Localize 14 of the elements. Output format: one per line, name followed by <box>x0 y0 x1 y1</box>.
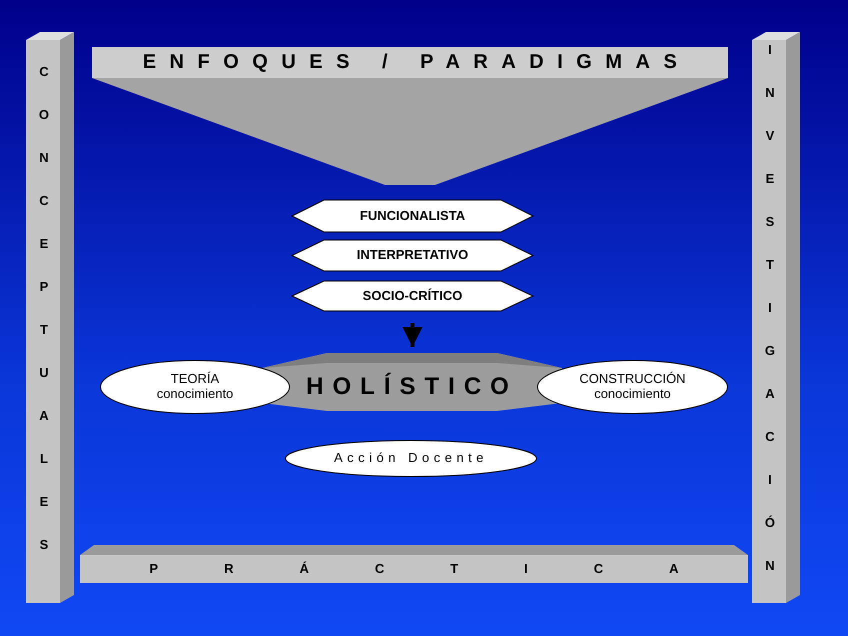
node-label: CONCEPTUALES <box>36 64 50 580</box>
node-label: SOCIO-CRÍTICO <box>362 288 462 304</box>
node-label: CONSTRUCCIÓN <box>579 372 686 387</box>
node-label: ENFOQUES / PARADIGMAS <box>142 51 690 74</box>
node-label: conocimiento <box>594 387 671 402</box>
arrow <box>402 323 422 347</box>
node-label: INTERPRETATIVO <box>356 248 468 263</box>
node-label: HOLÍSTICO <box>306 373 518 401</box>
node-label: TEORÍA <box>170 372 220 387</box>
node-label: INVESTIGACIÓN <box>762 42 776 601</box>
node-label: Acción Docente <box>334 451 488 466</box>
node-label: PRÁCTICA <box>149 562 745 576</box>
node-label: FUNCIONALISTA <box>360 208 466 224</box>
node-label: conocimiento <box>156 387 234 402</box>
